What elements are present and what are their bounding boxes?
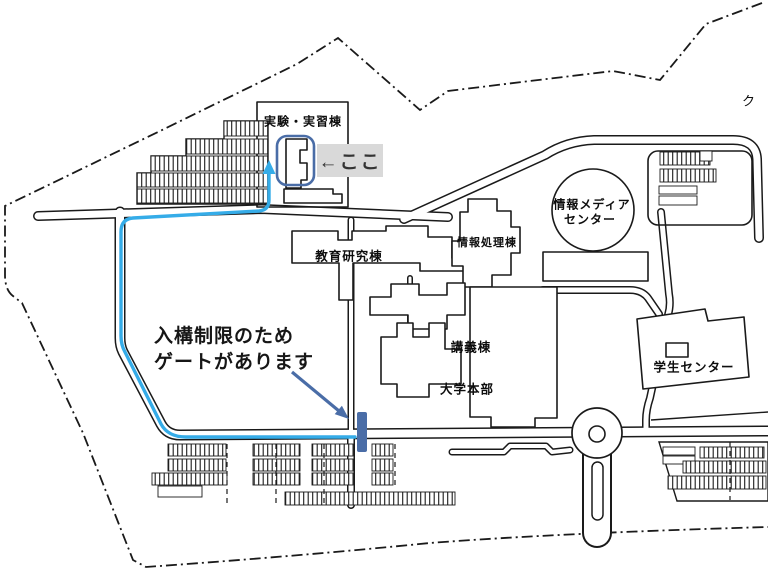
access-route	[119, 160, 357, 439]
lecture-building-lower	[380, 322, 462, 398]
label-education-research: 教育研究棟	[315, 249, 383, 264]
media-center-base	[542, 251, 649, 282]
route-line	[119, 171, 357, 439]
label-media-center-line2: センター	[563, 212, 617, 227]
route-arrowhead-icon	[262, 160, 276, 174]
gate-annotation	[290, 370, 367, 452]
gate-pointer-arrowhead-icon	[334, 405, 349, 419]
gate-marker	[357, 412, 367, 452]
student-center-building	[636, 308, 750, 390]
student-center-court	[665, 342, 689, 358]
label-headquarters: 大学本部	[439, 382, 495, 397]
destination-highlight-box	[275, 134, 316, 187]
here-callout: ←ここ	[317, 144, 383, 177]
label-student-center: 学生センター	[653, 360, 735, 375]
roundabout	[571, 407, 623, 521]
lab-building-annex	[283, 188, 343, 204]
gate-note: 入構制限のため ゲートがあります	[154, 324, 314, 376]
buildings	[256, 101, 750, 428]
roads	[38, 140, 768, 533]
gate-note-line2: ゲートがあります	[154, 352, 315, 373]
parking-lots	[136, 120, 768, 506]
label-media-center-line1: 情報メディア	[553, 197, 631, 212]
label-offmap-partial: ク	[741, 93, 757, 109]
lab-building-highlighted-shape	[285, 138, 308, 189]
label-info-processing: 情報処理棟	[457, 237, 517, 249]
gate-note-line1: 入構制限のため	[154, 326, 295, 347]
label-lecture: 講義棟	[450, 340, 492, 355]
lecture-building-upper	[369, 282, 466, 330]
here-callout-text: ←ここ	[318, 152, 382, 173]
gate-pointer-line	[290, 370, 341, 413]
media-center-dome	[551, 168, 635, 252]
info-processing-building	[451, 198, 521, 288]
label-lab-building: 実験・実習棟	[263, 114, 343, 129]
university-hq-building	[469, 286, 558, 428]
campus-boundary	[4, 2, 768, 568]
